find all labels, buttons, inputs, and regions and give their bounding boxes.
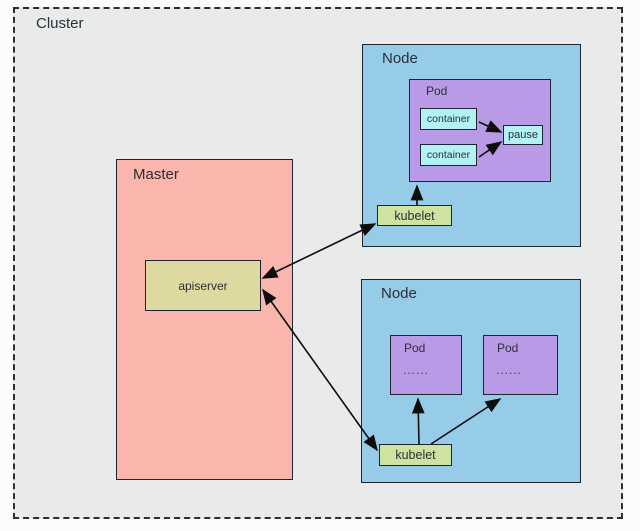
cluster-label: Cluster — [36, 15, 84, 32]
cluster-box: Cluster Master apiserver Node Pod contai… — [13, 7, 623, 519]
master-box: Master apiserver — [116, 159, 293, 480]
pod-box-1: Pod ...... — [390, 335, 462, 395]
apiserver-label: apiserver — [178, 278, 228, 293]
kubelet-box-2: kubelet — [379, 444, 452, 466]
pause-label: pause — [508, 129, 538, 141]
pod-box: Pod container container pause — [409, 79, 551, 182]
kubelet2-label: kubelet — [395, 448, 436, 462]
pod1-label: Pod — [404, 341, 426, 355]
kubelet-box-1: kubelet — [377, 205, 452, 226]
pod1-dots: ...... — [403, 363, 430, 377]
container-box-1: container — [420, 108, 477, 130]
pod2-dots: ...... — [496, 363, 523, 377]
apiserver-box: apiserver — [145, 260, 261, 311]
pod2-label: Pod — [497, 341, 519, 355]
pause-box: pause — [503, 125, 543, 145]
container-box-2: container — [420, 144, 477, 166]
node-box-1: Node Pod container container pause kubel… — [362, 44, 581, 247]
container2-label: container — [426, 149, 471, 161]
pod-box-2: Pod ...... — [483, 335, 558, 395]
node-box-2: Node Pod ...... Pod ...... kubelet — [361, 279, 581, 483]
node1-label: Node — [382, 50, 418, 67]
node2-label: Node — [381, 285, 417, 302]
container1-label: container — [426, 113, 471, 125]
master-label: Master — [133, 166, 179, 183]
kubelet1-label: kubelet — [394, 208, 435, 223]
pod-label: Pod — [426, 84, 448, 98]
